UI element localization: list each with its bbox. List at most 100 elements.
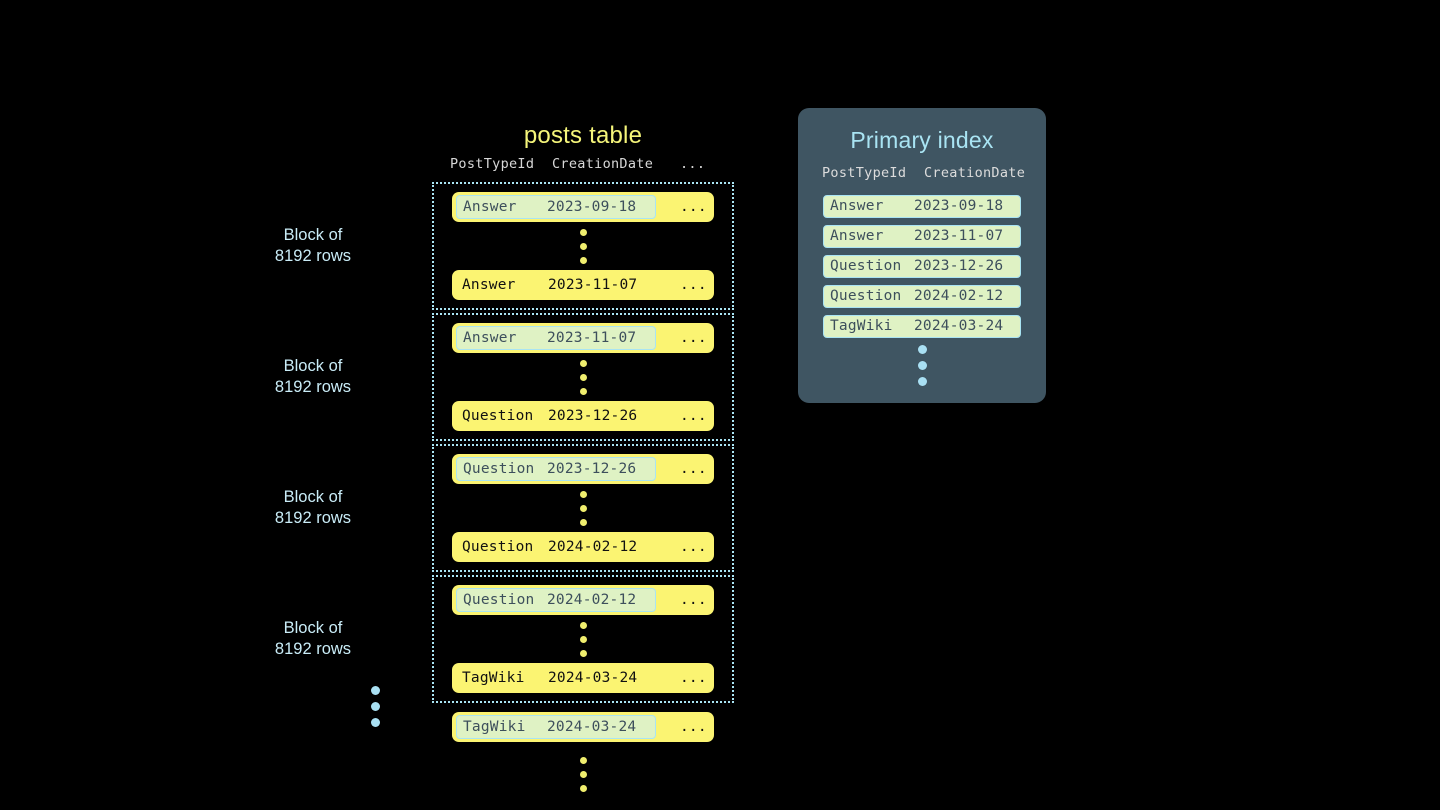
column-header-creationdate: CreationDate [552, 156, 654, 172]
row-cell-posttypeid: Answer [463, 199, 517, 215]
row-cell-creationdate: 2024-03-24 [548, 670, 638, 686]
dot [917, 345, 927, 354]
block-label: Block of 8192 rows [274, 226, 352, 265]
row-cell-posttypeid: Answer [463, 330, 517, 346]
row-cell-ellipsis: ... [680, 277, 707, 293]
posts-table-row: Question 2023-12-26... [452, 401, 714, 431]
posts-table-row: Answer 2023-11-07... [452, 270, 714, 300]
row-cell-creationdate: 2023-11-07 [548, 277, 638, 293]
row-cell-creationdate: 2023-12-26 [547, 461, 637, 477]
row-cell-posttypeid: Question [462, 408, 534, 424]
dot [371, 718, 380, 727]
row-vertical-ellipsis [452, 615, 714, 663]
column-header-ellipsis: ... [680, 156, 706, 172]
index-cell-creationdate: 2024-02-12 [914, 288, 1004, 304]
row-cell-creationdate: 2023-11-07 [547, 330, 637, 346]
index-mark-highlight [456, 195, 656, 219]
index-column-header-posttypeid: PostTypeId [822, 165, 907, 181]
dot [579, 519, 587, 526]
row-cell-posttypeid: Question [463, 592, 535, 608]
index-cell-posttypeid: Answer [830, 228, 884, 244]
row-cell-ellipsis: ... [680, 719, 707, 735]
primary-index-panel: Primary index PostTypeId CreationDate An… [798, 108, 1046, 403]
posts-table-group: posts table PostTypeId CreationDate ... … [275, 118, 734, 798]
row-cell-ellipsis: ... [680, 670, 707, 686]
row-vertical-ellipsis [452, 484, 714, 532]
column-header-posttypeid: PostTypeId [450, 156, 535, 172]
index-cell-creationdate: 2024-03-24 [914, 318, 1004, 334]
index-mark-highlight [456, 326, 656, 350]
posts-table-title: posts table [523, 122, 643, 149]
row-cell-ellipsis: ... [680, 330, 707, 346]
primary-index-vertical-ellipsis [798, 345, 1046, 386]
index-cell-posttypeid: Question [830, 288, 902, 304]
dot [579, 257, 587, 264]
dot [579, 650, 587, 657]
dot [579, 785, 587, 792]
row-vertical-ellipsis [452, 222, 714, 270]
index-mark-highlight [456, 457, 656, 481]
primary-index-column-headers: PostTypeId CreationDate [798, 165, 1046, 191]
posts-table-row: Answer 2023-09-18... [452, 192, 714, 222]
row-cell-creationdate: 2024-03-24 [547, 719, 637, 735]
dot [579, 229, 587, 236]
block-label: Block of 8192 rows [274, 619, 352, 658]
row-cell-ellipsis: ... [680, 461, 707, 477]
blocks-vertical-ellipsis [371, 686, 380, 727]
row-cell-ellipsis: ... [680, 592, 707, 608]
dot [579, 388, 587, 395]
index-cell-posttypeid: TagWiki [830, 318, 893, 334]
index-column-header-creationdate: CreationDate [924, 165, 1026, 181]
dot [579, 636, 587, 643]
block-label: Block of 8192 rows [274, 357, 352, 396]
row-cell-creationdate: 2024-02-12 [548, 539, 638, 555]
posts-table-row: Question 2024-02-12... [452, 585, 714, 615]
dot [917, 361, 927, 370]
primary-index-row: TagWiki 2024-03-24 [823, 315, 1021, 338]
row-cell-posttypeid: Question [463, 461, 535, 477]
dot [371, 686, 380, 695]
tail-vertical-ellipsis [452, 750, 714, 798]
index-mark-highlight [456, 588, 656, 612]
index-cell-creationdate: 2023-11-07 [914, 228, 1004, 244]
dot [579, 243, 587, 250]
posts-table-row: Question 2023-12-26... [452, 454, 714, 484]
tail-row-wrapper: TagWiki 2024-03-24... [432, 712, 734, 798]
index-cell-posttypeid: Question [830, 258, 902, 274]
row-cell-ellipsis: ... [680, 539, 707, 555]
posts-table-column-headers: PostTypeId CreationDate ... [432, 156, 734, 182]
posts-table-row: TagWiki 2024-03-24... [452, 712, 714, 742]
dot [917, 377, 927, 386]
block-label: Block of 8192 rows [274, 488, 352, 527]
dot [579, 757, 587, 764]
dot [579, 360, 587, 367]
row-cell-creationdate: 2023-12-26 [548, 408, 638, 424]
row-cell-creationdate: 2023-09-18 [547, 199, 637, 215]
row-vertical-ellipsis [452, 353, 714, 401]
dot [579, 491, 587, 498]
row-cell-posttypeid: TagWiki [463, 719, 526, 735]
primary-index-row: Question 2023-12-26 [823, 255, 1021, 278]
row-cell-ellipsis: ... [680, 408, 707, 424]
row-cell-creationdate: 2024-02-12 [547, 592, 637, 608]
row-cell-ellipsis: ... [680, 199, 707, 215]
dot [579, 622, 587, 629]
primary-index-row: Answer 2023-11-07 [823, 225, 1021, 248]
row-cell-posttypeid: Answer [462, 277, 516, 293]
row-cell-posttypeid: Question [462, 539, 534, 555]
posts-table-row: Answer 2023-11-07... [452, 323, 714, 353]
primary-index-title: Primary index [850, 127, 994, 153]
posts-table-row: Question 2024-02-12... [452, 532, 714, 562]
index-cell-posttypeid: Answer [830, 198, 884, 214]
index-cell-creationdate: 2023-12-26 [914, 258, 1004, 274]
primary-index-row: Question 2024-02-12 [823, 285, 1021, 308]
